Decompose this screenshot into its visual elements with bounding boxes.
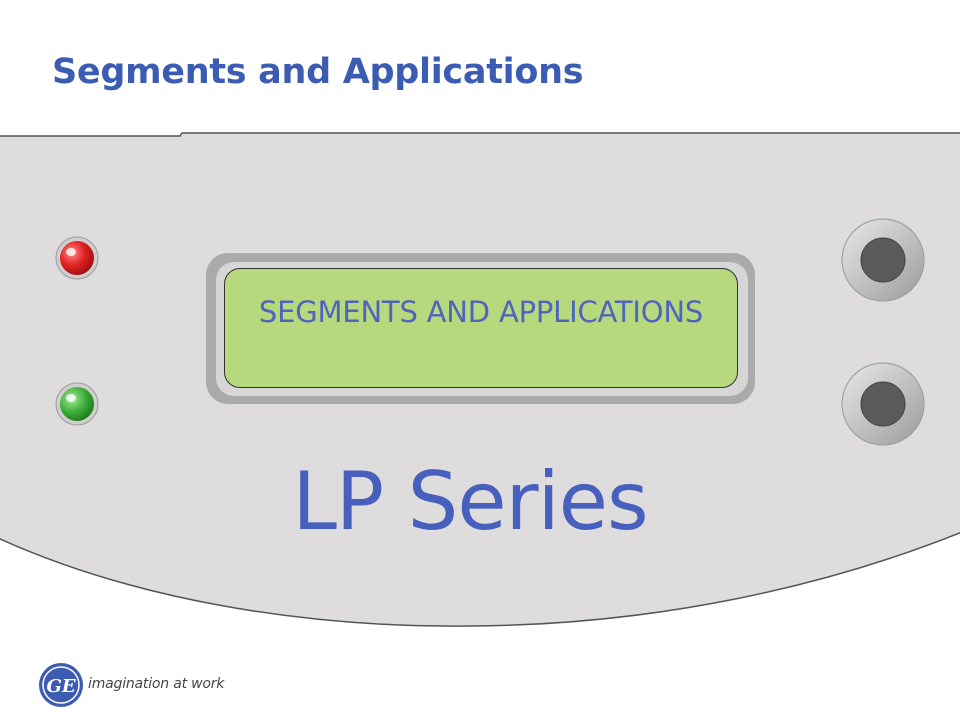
lcd-text: SEGMENTS AND APPLICATIONS [258, 295, 704, 329]
lcd-fill [224, 268, 738, 388]
ge-logo-text: GE [46, 676, 75, 697]
top-push-button[interactable] [841, 218, 925, 302]
bottom-push-button[interactable] [841, 362, 925, 446]
slide-title: Segments and Applications [52, 52, 584, 92]
series-label: LP Series [292, 455, 648, 548]
ge-logo-icon: GE [39, 663, 83, 707]
status-led-green-icon [55, 382, 99, 426]
lcd-screen: SEGMENTS AND APPLICATIONS [224, 268, 738, 388]
status-led-red-icon [55, 236, 99, 280]
tagline: imagination at work [88, 676, 225, 692]
